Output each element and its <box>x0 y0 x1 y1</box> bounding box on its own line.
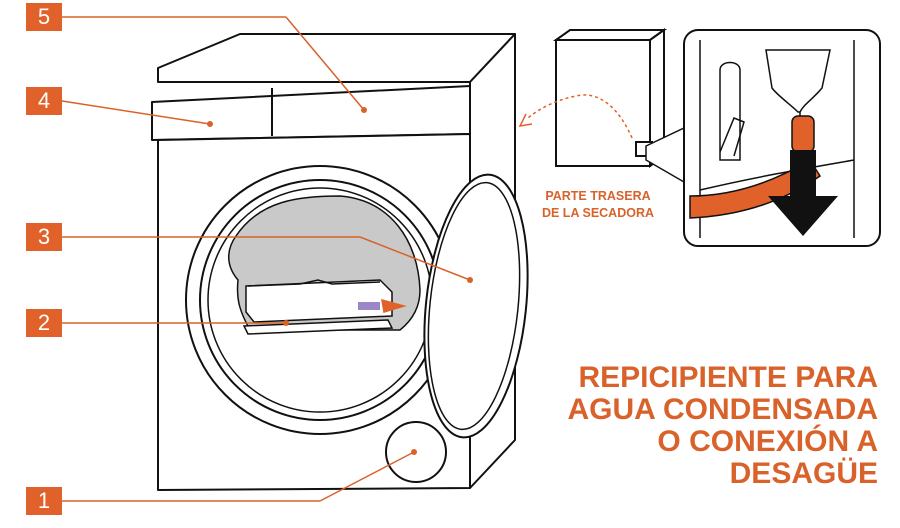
leader-lines <box>61 16 471 502</box>
rear-of-dryer-label: PARTE TRASERA DE LA SECADORA <box>528 188 668 222</box>
drain-hose <box>689 158 822 219</box>
rear-label-line-2: DE LA SECADORA <box>541 206 655 220</box>
down-arrow-icon <box>768 150 838 236</box>
badge-4: 4 <box>26 87 62 115</box>
title-line-1: REPICIPIENTE PARA <box>578 361 879 394</box>
title-line-3: O CONEXIÓN A <box>657 425 878 458</box>
badge-5: 5 <box>26 3 62 31</box>
badge-3: 3 <box>26 223 62 251</box>
badge-1: 1 <box>26 487 62 515</box>
lint-filter <box>242 279 407 335</box>
arrowhead-left <box>518 113 533 127</box>
zoom-callout <box>645 29 881 247</box>
rear-label-line-1: PARTE TRASERA <box>545 189 651 203</box>
condensed-water-title: REPICIPIENTE PARA AGUA CONDENSADA O CONE… <box>518 362 878 490</box>
badge-2: 2 <box>26 309 62 337</box>
title-line-2: AGUA CONDENSADA <box>567 393 878 426</box>
leader-dots <box>207 107 473 455</box>
door <box>423 173 529 439</box>
rear-view-small <box>552 28 668 168</box>
title-line-4: DESAGÜE <box>729 457 878 490</box>
